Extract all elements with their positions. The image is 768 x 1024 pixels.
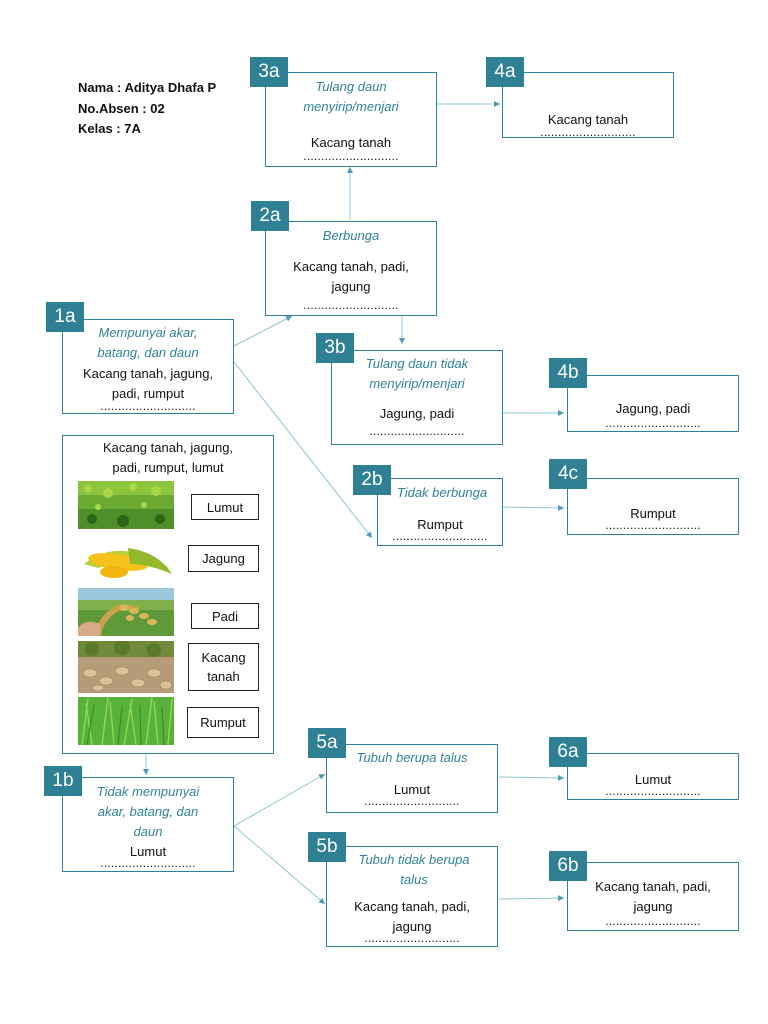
node-6b: Kacang tanah, padi, jagung .............…: [567, 862, 739, 931]
moss-photo: [78, 481, 174, 529]
node-5a: Tubuh berupa talus Lumut ...............…: [326, 744, 498, 813]
node-1a-dots: ...........................: [100, 399, 196, 413]
node-4c-dots: ...........................: [605, 518, 701, 532]
specimen-label-rumput: Rumput: [187, 707, 259, 738]
node-5a-label: 5a: [308, 728, 346, 758]
student-absen: No.Absen : 02: [78, 100, 165, 116]
node-5a-criterion: Tubuh berupa talus: [356, 750, 468, 765]
node-2a-label: 2a: [251, 201, 289, 231]
specimen-title: Kacang tanah, jagung, padi, rumput, lumu…: [102, 440, 234, 475]
node-2a-plants: Kacang tanah, padi, jagung: [293, 259, 409, 294]
node-5b-criterion: Tubuh tidak berupa talus: [358, 852, 470, 887]
node-2b-dots: ...........................: [392, 529, 488, 543]
student-info: Nama : Aditya Dhafa P No.Absen : 02 Kela…: [78, 78, 216, 140]
node-1b-plants: Lumut: [129, 844, 167, 859]
node-5a-dots: ...........................: [364, 794, 460, 808]
specimen-label-kacang-tanah: Kacang tanah: [188, 643, 259, 691]
node-1a: Mempunyai akar, batang, dan daun Kacang …: [62, 319, 234, 414]
node-3b-plants: Jagung, padi: [379, 406, 455, 421]
node-3a-label: 3a: [250, 57, 288, 87]
node-6a: Lumut ...........................: [567, 753, 739, 800]
node-4c: Rumput ...........................: [567, 478, 739, 535]
node-4a-dots: ...........................: [540, 125, 636, 139]
link-5a-6a: [498, 774, 565, 781]
node-4b-label: 4b: [549, 358, 587, 388]
specimen-label-jagung: Jagung: [188, 545, 259, 572]
node-1b: Tidak mempunyai akar, batang, dan daun L…: [62, 777, 234, 872]
node-3a-plants: Kacang tanah: [310, 135, 392, 150]
rice-photo: [78, 588, 174, 636]
node-4b: Jagung, padi ...........................: [567, 375, 739, 432]
node-1b-criterion: Tidak mempunyai akar, batang, dan daun: [96, 784, 200, 839]
node-5b-plants: Kacang tanah, padi, jagung: [354, 899, 470, 934]
node-2b-criterion: Tidak berbunga: [396, 485, 488, 500]
node-2b-label: 2b: [353, 465, 391, 495]
link-1a-2a: [233, 315, 293, 347]
grass-photo: [78, 697, 174, 745]
node-4c-label: 4c: [549, 459, 587, 489]
node-4a-plants: Kacang tanah: [547, 112, 629, 127]
node-3a: Tulang daun menyirip/menjari Kacang tana…: [265, 72, 437, 167]
student-class: Kelas : 7A: [78, 121, 141, 136]
student-name: Nama : Aditya Dhafa P: [78, 80, 217, 95]
node-3b-dots: ...........................: [369, 424, 465, 438]
node-3b-criterion: Tulang daun tidak menyirip/menjari: [365, 356, 469, 391]
node-4b-plants: Jagung, padi: [615, 401, 691, 416]
link-1b-5b: [233, 825, 326, 905]
node-1a-criterion: Mempunyai akar, batang, dan daun: [97, 325, 199, 360]
link-1b-5a: [233, 773, 326, 827]
node-5a-plants: Lumut: [393, 782, 431, 797]
node-4a: Kacang tanah ...........................: [502, 72, 674, 138]
node-6b-label: 6b: [549, 851, 587, 881]
node-1b-dots: ...........................: [100, 856, 196, 870]
node-6b-dots: ...........................: [605, 914, 701, 928]
node-2a-dots: ...........................: [303, 298, 399, 312]
node-5b-dots: ...........................: [364, 931, 460, 945]
node-3b: Tulang daun tidak menyirip/menjari Jagun…: [331, 350, 503, 445]
link-5b-6b: [498, 895, 565, 902]
node-4b-dots: ...........................: [605, 416, 701, 430]
node-5b-label: 5b: [308, 832, 346, 862]
node-6a-plants: Lumut: [634, 772, 672, 787]
node-4c-plants: Rumput: [630, 506, 676, 521]
node-3a-criterion: Tulang daun menyirip/menjari: [303, 79, 399, 114]
node-1a-label: 1a: [46, 302, 84, 332]
node-4a-label: 4a: [486, 57, 524, 87]
node-2a-criterion: Berbunga: [322, 228, 380, 243]
node-6b-plants: Kacang tanah, padi, jagung: [595, 879, 711, 914]
link-1a-2b: [233, 361, 373, 539]
node-2b: Tidak berbunga Rumput ..................…: [377, 478, 503, 546]
node-3b-label: 3b: [316, 333, 354, 363]
node-1b-label: 1b: [44, 766, 82, 796]
specimen-label-lumut: Lumut: [191, 494, 259, 520]
peanut-photo: [78, 641, 174, 693]
node-2b-plants: Rumput: [417, 517, 463, 532]
node-6a-dots: ...........................: [605, 784, 701, 798]
node-5b: Tubuh tidak berupa talus Kacang tanah, p…: [326, 846, 498, 947]
node-3a-dots: ...........................: [303, 149, 399, 163]
node-6a-label: 6a: [549, 737, 587, 767]
specimen-label-padi: Padi: [191, 603, 259, 629]
node-2a: Berbunga Kacang tanah, padi, jagung ....…: [265, 221, 437, 316]
corn-photo: [78, 534, 174, 582]
link-2b-4c: [502, 504, 565, 511]
node-1a-plants: Kacang tanah, jagung, padi, rumput: [82, 366, 214, 401]
